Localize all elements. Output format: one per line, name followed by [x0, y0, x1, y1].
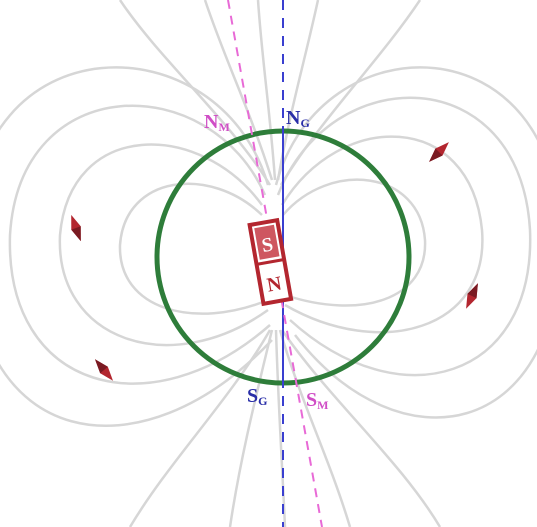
field-line: [228, 329, 274, 527]
north-geographic-sub: G: [300, 116, 309, 130]
field-line: [203, 0, 274, 181]
field-line: [279, 0, 422, 186]
south-magnetic-main: S: [306, 389, 317, 411]
south-geographic-pole-label: SG: [247, 385, 267, 408]
magnet-north-label: N: [265, 272, 284, 296]
field-line: [128, 329, 272, 527]
field-line: [118, 0, 272, 186]
bar-magnet-icon: S N: [247, 217, 294, 307]
north-magnetic-main: N: [204, 111, 219, 133]
compass-needle-icon: [466, 283, 478, 309]
field-line: [8, 104, 271, 385]
compass-needle-icon: [71, 214, 81, 242]
north-geographic-main: N: [286, 107, 301, 129]
magnet-south-label: S: [260, 233, 275, 257]
compass-needle-icon: [95, 359, 113, 381]
field-line: [276, 96, 532, 377]
south-magnetic-pole-label: SM: [306, 389, 328, 412]
north-magnetic-sub: M: [218, 120, 229, 134]
compass-needle-icon: [429, 142, 449, 162]
south-magnetic-sub: M: [317, 398, 328, 412]
field-line: [278, 329, 352, 527]
north-magnetic-pole-label: NM: [204, 111, 230, 134]
field-line: [0, 66, 273, 427]
field-line: [274, 329, 287, 527]
south-geographic-main: S: [247, 385, 258, 407]
field-line: [280, 135, 484, 334]
field-line: [118, 182, 269, 315]
field-line: [58, 143, 269, 347]
field-line: [282, 178, 427, 307]
field-line: [274, 66, 537, 419]
south-geographic-sub: G: [258, 394, 267, 408]
field-line: [256, 0, 277, 181]
field-line: [280, 329, 442, 527]
north-geographic-pole-label: NG: [286, 107, 310, 130]
